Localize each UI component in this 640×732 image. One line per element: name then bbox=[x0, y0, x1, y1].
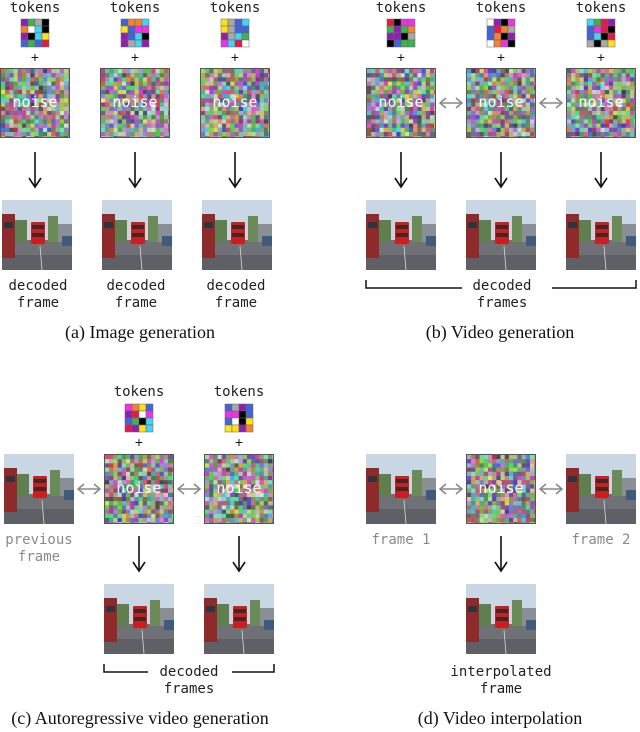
plus-sign: + bbox=[396, 49, 406, 65]
token-grid bbox=[486, 18, 516, 48]
tokens-label: tokens bbox=[9, 0, 61, 16]
tokens-label: tokens bbox=[475, 0, 527, 16]
down-arrow-icon bbox=[28, 152, 42, 189]
noise-label: noise bbox=[112, 93, 158, 111]
decoded-frame-image bbox=[104, 584, 174, 654]
frames-bracket bbox=[103, 664, 275, 673]
decoded-frame-image bbox=[202, 200, 272, 270]
decoded-frame-image bbox=[204, 584, 274, 654]
decoded-frame-image bbox=[102, 200, 172, 270]
decoded-frame-label: decoded frame bbox=[206, 278, 266, 311]
decoded-frames-label: decoded frames bbox=[472, 278, 532, 311]
plus-sign: + bbox=[134, 434, 144, 450]
frame-2-image bbox=[566, 454, 636, 524]
plus-sign: + bbox=[496, 49, 506, 65]
plus-sign: + bbox=[130, 49, 140, 65]
noise-image: noise bbox=[204, 454, 274, 524]
bidirectional-arrow-icon bbox=[538, 483, 564, 495]
tokens-label: tokens bbox=[113, 384, 165, 400]
tokens-label: tokens bbox=[109, 0, 161, 16]
interpolated-frame-image bbox=[466, 584, 536, 654]
token-grid bbox=[386, 18, 416, 48]
noise-image: noise bbox=[104, 454, 174, 524]
down-arrow-icon bbox=[594, 152, 608, 189]
tokens-label: tokens bbox=[575, 0, 627, 16]
frame-2-label: frame 2 bbox=[571, 532, 631, 548]
plus-sign: + bbox=[596, 49, 606, 65]
tokens-label: tokens bbox=[213, 384, 265, 400]
frames-bracket bbox=[365, 280, 637, 289]
noise-image: noise bbox=[566, 68, 636, 138]
token-grid bbox=[220, 18, 250, 48]
down-arrow-icon bbox=[128, 152, 142, 189]
caption-image-generation: (a) Image generation bbox=[65, 322, 215, 342]
token-grid bbox=[586, 18, 616, 48]
decoded-frame-image bbox=[466, 200, 536, 270]
bidirectional-arrow-icon bbox=[76, 483, 102, 495]
token-grid bbox=[224, 403, 254, 433]
decoded-frame-image bbox=[2, 200, 72, 270]
plus-sign: + bbox=[30, 49, 40, 65]
previous-frame-label: previous frame bbox=[5, 532, 73, 565]
frame-1-image bbox=[366, 454, 436, 524]
decoded-frames-label: decoded frames bbox=[159, 664, 219, 697]
plus-sign: + bbox=[230, 49, 240, 65]
noise-image: noise bbox=[100, 68, 170, 138]
noise-label: noise bbox=[478, 93, 524, 111]
noise-image: noise bbox=[200, 68, 270, 138]
tokens-label: tokens bbox=[375, 0, 427, 16]
noise-label: noise bbox=[116, 479, 162, 497]
plus-sign: + bbox=[234, 434, 244, 450]
down-arrow-icon bbox=[494, 152, 508, 189]
previous-frame-image bbox=[4, 454, 74, 524]
noise-label: noise bbox=[478, 479, 524, 497]
bidirectional-arrow-icon bbox=[438, 483, 464, 495]
caption-autoregressive-video-generation: (c) Autoregressive video generation bbox=[11, 708, 269, 728]
down-arrow-icon bbox=[494, 536, 508, 573]
token-grid bbox=[20, 18, 50, 48]
bidirectional-arrow-icon bbox=[176, 483, 202, 495]
down-arrow-icon bbox=[228, 152, 242, 189]
token-grid bbox=[124, 403, 154, 433]
noise-label: noise bbox=[216, 479, 262, 497]
noise-label: noise bbox=[578, 93, 624, 111]
down-arrow-icon bbox=[132, 536, 146, 573]
frame-1-label: frame 1 bbox=[371, 532, 431, 548]
noise-label: noise bbox=[212, 93, 258, 111]
decoded-frame-label: decoded frame bbox=[8, 278, 68, 311]
decoded-frame-image bbox=[566, 200, 636, 270]
noise-image: noise bbox=[0, 68, 70, 138]
bidirectional-arrow-icon bbox=[538, 97, 564, 109]
noise-image: noise bbox=[466, 454, 536, 524]
bidirectional-arrow-icon bbox=[438, 97, 464, 109]
noise-image: noise bbox=[466, 68, 536, 138]
tokens-label: tokens bbox=[209, 0, 261, 16]
decoded-frame-image bbox=[366, 200, 436, 270]
noise-label: noise bbox=[378, 93, 424, 111]
noise-label: noise bbox=[12, 93, 58, 111]
caption-video-interpolation: (d) Video interpolation bbox=[417, 708, 583, 728]
decoded-frame-label: decoded frame bbox=[106, 278, 166, 311]
interpolated-frame-label: interpolated frame bbox=[450, 664, 552, 697]
caption-video-generation: (b) Video generation bbox=[425, 322, 575, 342]
down-arrow-icon bbox=[394, 152, 408, 189]
noise-image: noise bbox=[366, 68, 436, 138]
down-arrow-icon bbox=[232, 536, 246, 573]
token-grid bbox=[120, 18, 150, 48]
